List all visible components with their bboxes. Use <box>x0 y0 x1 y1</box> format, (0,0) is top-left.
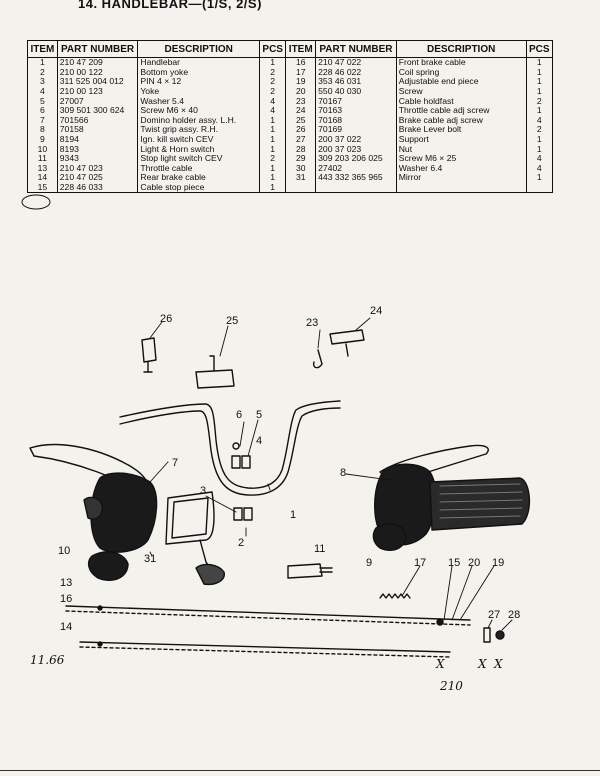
handwritten-mark-1: X <box>435 657 445 671</box>
handwritten-mark-2: X <box>477 657 487 671</box>
callout-26: 26 <box>160 313 172 325</box>
cell-pcs-2: 1 <box>525 173 554 183</box>
cell-pcs-2: 2 <box>525 125 554 135</box>
cell-pcs: 1 <box>259 57 287 68</box>
callout-11: 11 <box>314 543 325 555</box>
callout-10: 10 <box>58 545 70 557</box>
support-nut-parts <box>483 627 505 643</box>
callout-25: 25 <box>226 315 238 327</box>
cell-pcs: 1 <box>259 144 287 154</box>
cell-pcs-2 <box>525 182 554 194</box>
callout-8: 8 <box>340 467 346 479</box>
cell-pcs: 2 <box>259 68 287 78</box>
page-bottom-rule <box>0 770 600 771</box>
cell-pcs-2: 4 <box>525 116 554 126</box>
callout-3: 3 <box>200 485 206 497</box>
cell-pcs: 1 <box>259 135 287 145</box>
callout-2: 2 <box>238 537 244 549</box>
cell-pcs-2: 2 <box>525 96 554 106</box>
coil-spring-part <box>379 593 411 599</box>
callout-13: 13 <box>60 577 72 589</box>
callout-9: 9 <box>366 557 372 569</box>
callout-6: 6 <box>236 409 242 421</box>
callout-19: 19 <box>492 557 504 569</box>
cell-pcs: 1 <box>259 164 287 174</box>
callout-31: 31 <box>144 553 156 565</box>
header-item-2: ITEM <box>285 40 317 58</box>
left-lever-assembly <box>29 443 158 553</box>
cell-pcs-2: 1 <box>525 106 554 116</box>
parts-table: ITEM PART NUMBER DESCRIPTION PCS ITEM PA… <box>27 40 554 194</box>
cell-pcs: 1 <box>259 182 287 194</box>
cell-pcs: 2 <box>259 154 287 164</box>
cell-pcs-2: 1 <box>525 68 554 78</box>
header-pcs: PCS <box>259 40 287 58</box>
brake-lever-bolt-part <box>141 337 157 373</box>
cell-pcs-2: 1 <box>525 57 554 68</box>
callout-28: 28 <box>508 609 520 621</box>
callout-4: 4 <box>256 435 262 447</box>
mirror-part <box>165 491 225 586</box>
header-pcs-2: PCS <box>525 40 554 58</box>
cell-pcs-2: 4 <box>525 154 554 164</box>
cell-pcs-2: 1 <box>525 77 554 87</box>
callout-24: 24 <box>370 305 382 317</box>
cell-pcs: 2 <box>259 77 287 87</box>
cell-pcs: 1 <box>259 125 287 135</box>
handwritten-mark-3: X <box>493 657 503 671</box>
cell-pcs-2: 1 <box>525 144 554 154</box>
cell-pcs: 1 <box>259 116 287 126</box>
handlebar-part <box>119 400 341 496</box>
cell-pcs: 1 <box>259 173 287 183</box>
yoke-small-parts <box>231 442 253 521</box>
cell-pcs: 4 <box>259 96 287 106</box>
header-description: DESCRIPTION <box>137 40 261 58</box>
stop-light-switch-part <box>287 563 333 579</box>
callout-27: 27 <box>488 609 500 621</box>
leader-lines <box>149 317 513 631</box>
callout-1: 1 <box>290 509 296 521</box>
page-title: 14. HANDLEBAR—(1/S, 2/S) <box>78 0 262 11</box>
cell-pcs: 2 <box>259 87 287 97</box>
cell-pcs-2: 1 <box>525 135 554 145</box>
callout-20: 20 <box>468 557 480 569</box>
kill-switch-part <box>372 523 407 552</box>
callout-5: 5 <box>256 409 262 421</box>
callout-7: 7 <box>172 457 178 469</box>
cell-pcs-2: 1 <box>525 87 554 97</box>
header-description-2: DESCRIPTION <box>395 40 527 58</box>
handwritten-note-bottom: 210 <box>439 679 463 693</box>
callout-16: 16 <box>60 593 72 605</box>
brake-cable-adj-part <box>195 355 235 389</box>
handwritten-note-left: 11.66 <box>30 653 65 667</box>
cable-holdfast-part <box>312 329 365 369</box>
callout-23: 23 <box>306 317 318 329</box>
callout-17: 17 <box>414 557 426 569</box>
light-horn-switch-part <box>87 551 129 582</box>
cell-pcs-2: 4 <box>525 164 554 174</box>
callout-15: 15 <box>448 557 460 569</box>
callout-14: 14 <box>60 621 72 633</box>
cell-pcs: 4 <box>259 106 287 116</box>
table-header-row: ITEM PART NUMBER DESCRIPTION PCS ITEM PA… <box>27 40 554 58</box>
cables <box>65 605 471 658</box>
